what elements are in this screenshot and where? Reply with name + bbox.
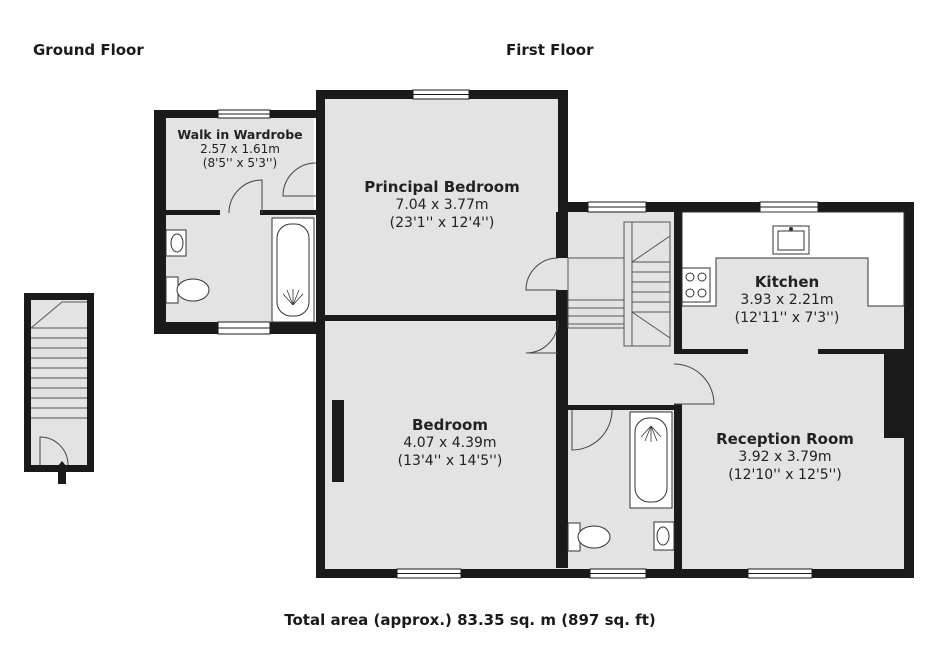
ground-floor-stair-block xyxy=(24,293,94,484)
room-name: Reception Room xyxy=(716,430,854,448)
door-swing-icon xyxy=(39,436,69,466)
room-imperial: (13'4'' x 14'5'') xyxy=(397,453,503,469)
bath-icon xyxy=(271,217,315,323)
room-imperial: (12'11'' x 7'3'') xyxy=(734,310,840,326)
kitchen-counters xyxy=(681,211,905,307)
room-metric: 4.07 x 4.39m xyxy=(403,435,497,451)
room-metric: 2.57 x 1.61m xyxy=(200,142,280,156)
toilet-icon xyxy=(165,276,210,304)
room-imperial: (23'1'' x 12'4'') xyxy=(389,215,495,231)
room-name: Principal Bedroom xyxy=(364,178,520,196)
room-principal-bedroom: Principal Bedroom 7.04 x 3.77m (23'1'' x… xyxy=(342,178,542,232)
room-metric: 3.92 x 3.79m xyxy=(738,449,832,465)
room-metric: 3.93 x 2.21m xyxy=(740,292,834,308)
toilet-icon xyxy=(567,522,611,552)
room-imperial: (8'5'' x 5'3'') xyxy=(202,156,278,170)
door-swing-icon xyxy=(228,162,715,451)
window-icon xyxy=(217,89,819,579)
basin-icon xyxy=(165,229,187,257)
sink-icon xyxy=(772,225,810,255)
basin-icon xyxy=(653,521,675,551)
room-name: Bedroom xyxy=(412,416,488,434)
room-metric: 7.04 x 3.77m xyxy=(395,197,489,213)
room-kitchen: Kitchen 3.93 x 2.21m (12'11'' x 7'3'') xyxy=(712,273,862,327)
ground-floor-label: Ground Floor xyxy=(33,41,144,59)
room-walk-in-wardrobe: Walk in Wardrobe 2.57 x 1.61m (8'5'' x 5… xyxy=(166,127,314,171)
entrance-arrow-icon xyxy=(53,461,71,484)
bath-icon xyxy=(629,411,673,509)
stairs-icon xyxy=(567,221,671,347)
room-name: Walk in Wardrobe xyxy=(177,127,303,142)
total-area: Total area (approx.) 83.35 sq. m (897 sq… xyxy=(284,611,656,629)
room-bedroom: Bedroom 4.07 x 4.39m (13'4'' x 14'5'') xyxy=(360,416,540,470)
room-imperial: (12'10'' x 12'5'') xyxy=(728,467,842,483)
room-name: Kitchen xyxy=(754,273,820,291)
stairs-icon xyxy=(30,301,87,419)
first-floor-label: First Floor xyxy=(506,41,594,59)
hob-icon xyxy=(681,267,711,303)
room-reception-room: Reception Room 3.92 x 3.79m (12'10'' x 1… xyxy=(699,430,871,484)
